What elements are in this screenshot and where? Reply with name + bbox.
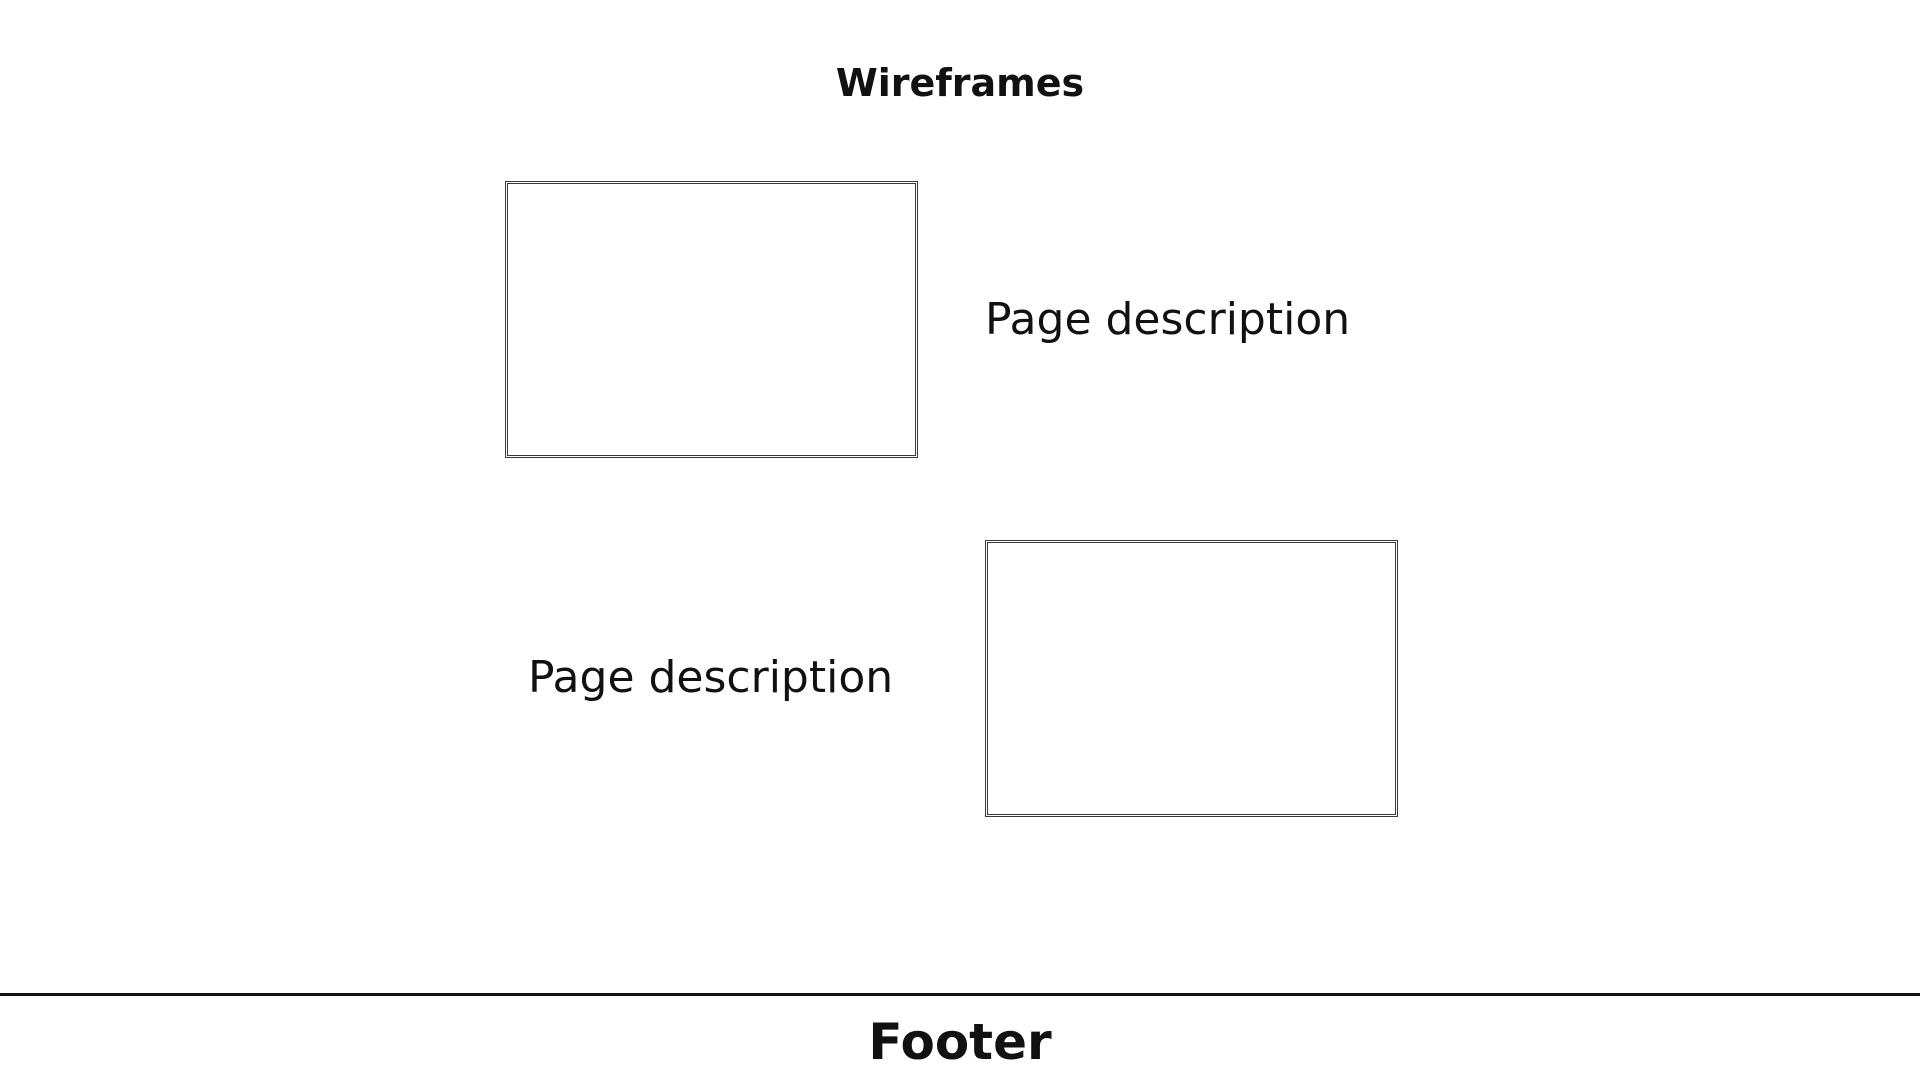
page-description: Page description bbox=[985, 294, 1351, 345]
page-description: Page description bbox=[528, 652, 894, 703]
wireframe-placeholder bbox=[985, 540, 1398, 817]
footer-divider bbox=[0, 993, 1920, 996]
wireframe-placeholder bbox=[505, 181, 918, 458]
page-title: Wireframes bbox=[835, 61, 1085, 105]
footer-label: Footer bbox=[868, 1013, 1052, 1071]
